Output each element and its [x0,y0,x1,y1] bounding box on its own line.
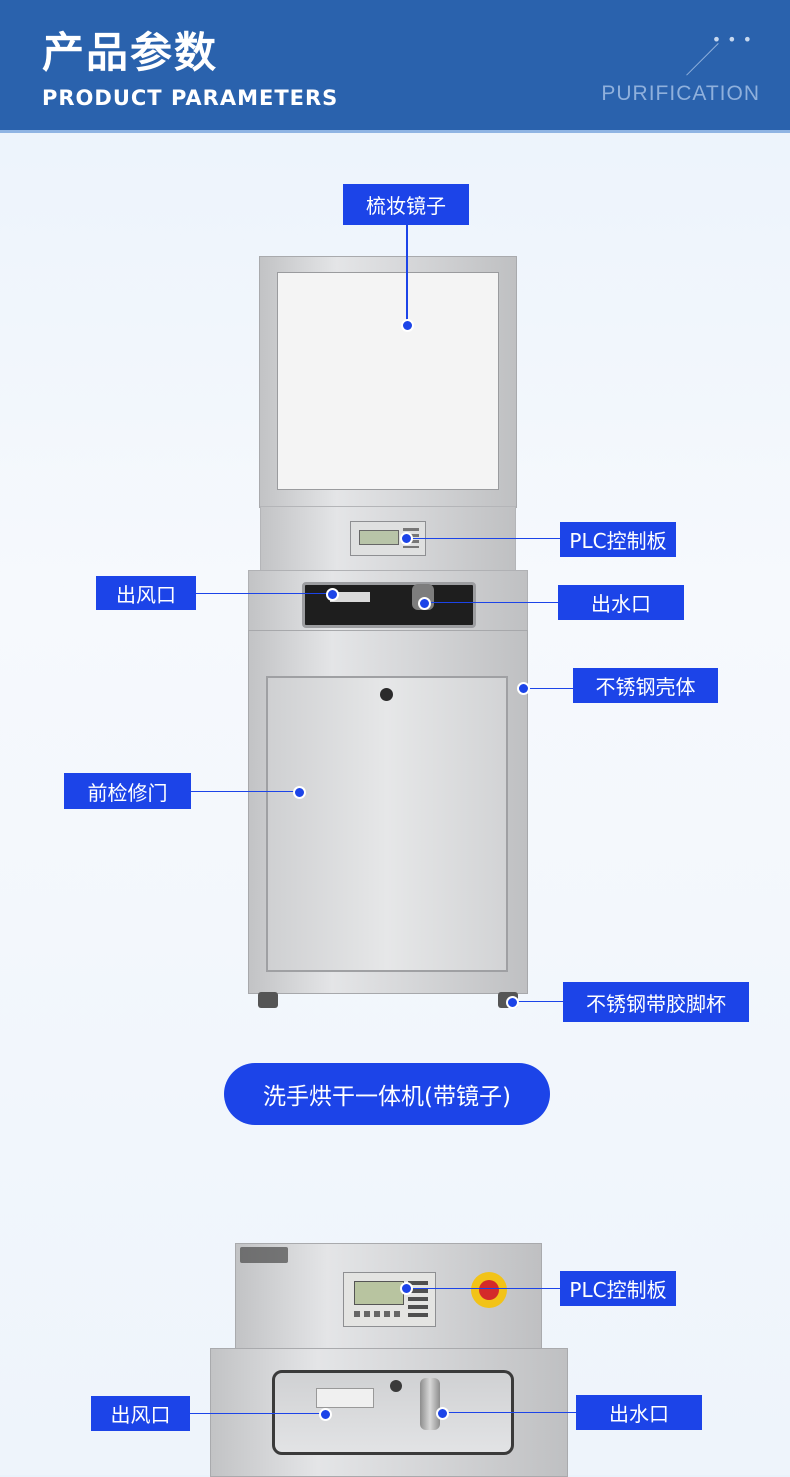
marker-stainless-housing [517,682,530,695]
marker-plc-top [400,532,413,545]
connector-plc-bottom [406,1288,560,1289]
product-name-badge: 洗手烘干一体机(带镜子) [224,1063,550,1125]
connector-air-outlet-bottom [190,1413,324,1414]
emergency-stop-icon [471,1272,507,1308]
label-rubber-feet: 不锈钢带胶脚杯 [563,982,749,1022]
label-air-outlet-top: 出风口 [96,576,196,610]
label-front-door: 前检修门 [64,773,191,809]
label-air-outlet-bottom: 出风口 [91,1396,190,1431]
marker-front-door [293,786,306,799]
connector-plc-top [406,538,560,539]
label-plc-top: PLC控制板 [560,522,676,557]
connector-front-door [191,791,299,792]
connector-water-outlet-top [424,602,558,603]
mirror-glass [277,272,499,490]
plc-controller-closeup [343,1272,436,1327]
connector-rubber-feet [512,1001,563,1002]
connector-water-outlet-bottom [442,1412,576,1413]
marker-air-outlet-top [326,588,339,601]
header-tagline: PURIFICATION [601,82,760,105]
connector-mirror [406,225,408,325]
marker-air-outlet-bottom [319,1408,332,1421]
brand-logo [240,1247,288,1263]
connector-stainless-housing [524,688,573,689]
decorative-line [686,43,719,76]
marker-water-outlet-top [418,597,431,610]
label-stainless-housing: 不锈钢壳体 [573,668,718,703]
page-subtitle: PRODUCT PARAMETERS [42,86,339,110]
page-title: 产品参数 [42,28,219,77]
label-water-outlet-top: 出水口 [558,585,684,620]
faucet-closeup [420,1378,440,1430]
decorative-dots-icon: ••• [711,30,758,49]
front-door-panel [266,676,508,972]
label-plc-bottom: PLC控制板 [560,1271,676,1306]
marker-mirror [401,319,414,332]
page-header: 产品参数 PRODUCT PARAMETERS ••• PURIFICATION [0,0,790,133]
marker-rubber-feet [506,996,519,1009]
air-outlet-slot [330,592,370,602]
door-lock-icon [380,688,393,701]
marker-plc-bottom [400,1282,413,1295]
label-mirror: 梳妆镜子 [343,184,469,225]
connector-air-outlet-top [196,593,330,594]
label-water-outlet-bottom: 出水口 [576,1395,702,1430]
foot-left [258,992,278,1008]
marker-water-outlet-bottom [436,1407,449,1420]
air-outlet-closeup [316,1388,374,1408]
sensor-icon [390,1380,402,1392]
